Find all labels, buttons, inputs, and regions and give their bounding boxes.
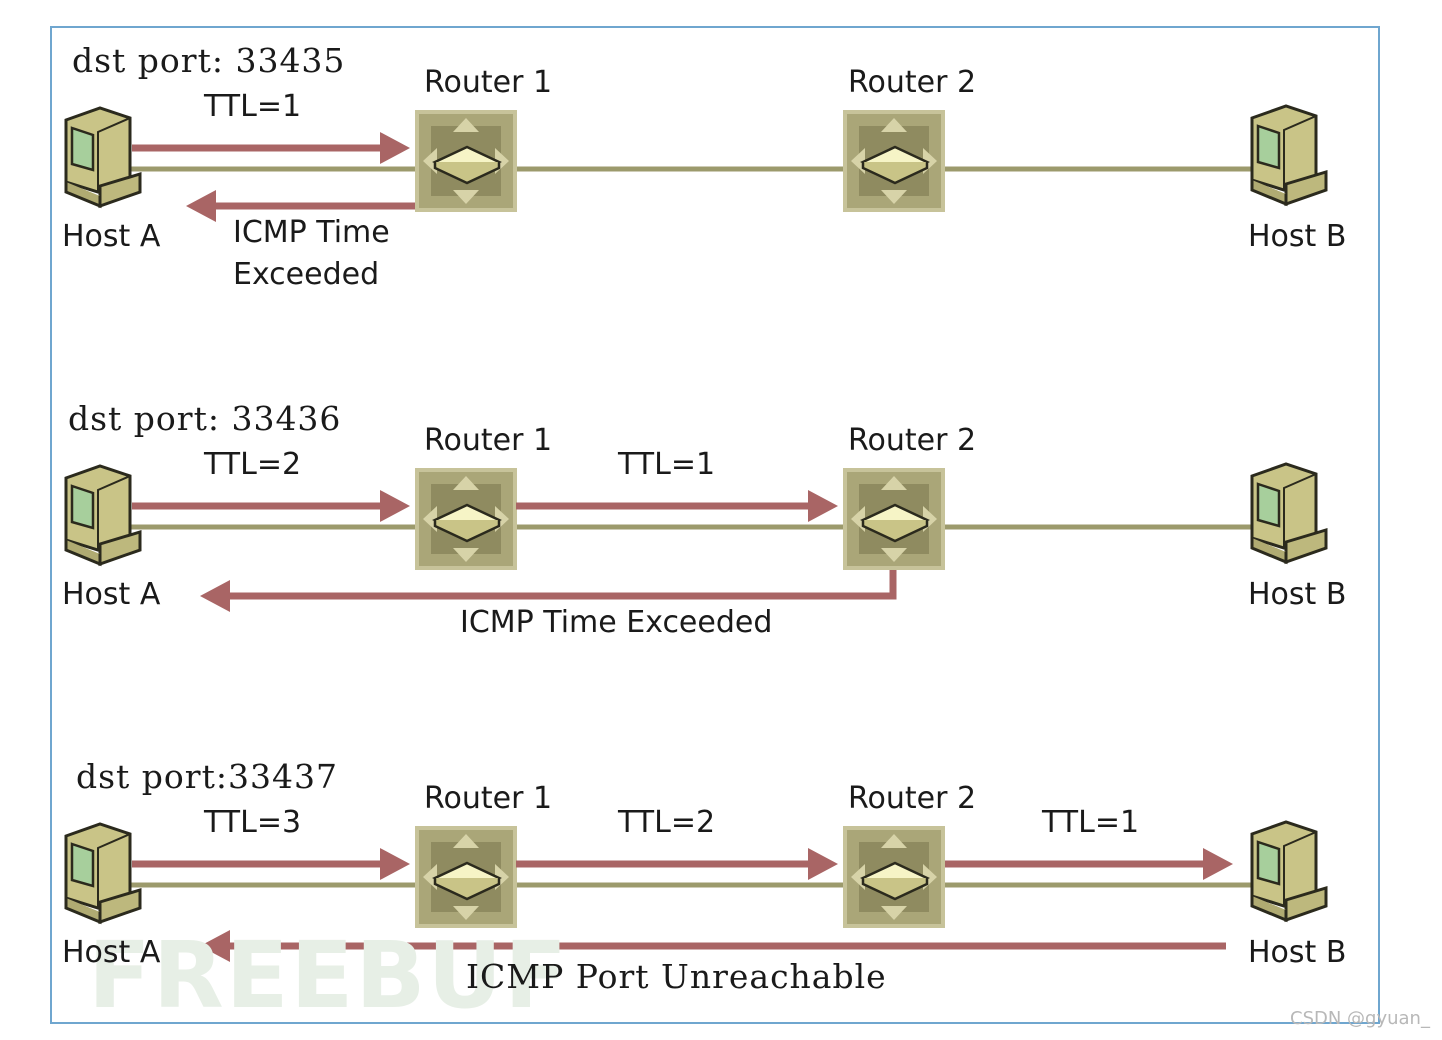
scenario2-router-2-label: Router 2 bbox=[848, 423, 977, 458]
scenario3-probe-hop3-head bbox=[1203, 848, 1233, 880]
scenario3-ttl-hop3: TTL=1 bbox=[1042, 805, 1140, 840]
scenario3-ttl-hop2: TTL=2 bbox=[618, 805, 716, 840]
scenario1-reply-line1: ICMP Time bbox=[233, 215, 390, 250]
scenario2-dst-port: dst port: 33436 bbox=[68, 399, 342, 438]
scenario2-probe-hop2-head bbox=[808, 490, 838, 522]
scenario2-ttl-hop1: TTL=2 bbox=[204, 447, 302, 482]
scenario1-ttl-hop1: TTL=1 bbox=[204, 89, 302, 124]
credit-text: CSDN @gyuan_ bbox=[1290, 1008, 1430, 1029]
scenario2-host-b-label: Host B bbox=[1248, 577, 1347, 612]
scenario2-reply-line bbox=[228, 570, 897, 600]
scenario2-ttl-hop2: TTL=1 bbox=[618, 447, 716, 482]
scenario3-dst-port: dst port:33437 bbox=[76, 757, 338, 796]
scenario2-host-a-label: Host A bbox=[62, 577, 161, 612]
scenario2-reply-label: ICMP Time Exceeded bbox=[460, 605, 773, 640]
scenario1-reply-head bbox=[186, 190, 216, 222]
scenario1-dst-port: dst port: 33435 bbox=[72, 41, 346, 80]
scenario3-probe-hop1-head bbox=[380, 848, 410, 880]
arrows-layer bbox=[132, 132, 1233, 962]
scenario1-probe-hop1-head bbox=[380, 132, 410, 164]
scenario3-host-b-label: Host B bbox=[1248, 935, 1347, 970]
links-layer bbox=[120, 166, 1260, 888]
scenario2-reply-head bbox=[200, 580, 230, 612]
scenario3-probe-hop2-head bbox=[808, 848, 838, 880]
scenario3-ttl-hop1: TTL=3 bbox=[204, 805, 302, 840]
scenario1-router-2-label: Router 2 bbox=[848, 65, 977, 100]
scenario3-router-1-label: Router 1 bbox=[424, 781, 553, 816]
scenario3-host-a-label: Host A bbox=[62, 935, 161, 970]
scenario2-router-1-label: Router 1 bbox=[424, 423, 553, 458]
scenario1-host-b-label: Host B bbox=[1248, 219, 1347, 254]
scenario2-probe-hop1-head bbox=[380, 490, 410, 522]
scenario3-reply-label: ICMP Port Unreachable bbox=[466, 957, 887, 996]
watermark: FREEBUF bbox=[88, 922, 570, 1029]
scenario3-router-2-label: Router 2 bbox=[848, 781, 977, 816]
scenario1-reply-line2: Exceeded bbox=[233, 257, 380, 292]
diagram-frame bbox=[50, 26, 1380, 1024]
scenario3-reply-head bbox=[200, 930, 230, 962]
scenario1-host-a-label: Host A bbox=[62, 219, 161, 254]
scenario1-router-1-label: Router 1 bbox=[424, 65, 553, 100]
